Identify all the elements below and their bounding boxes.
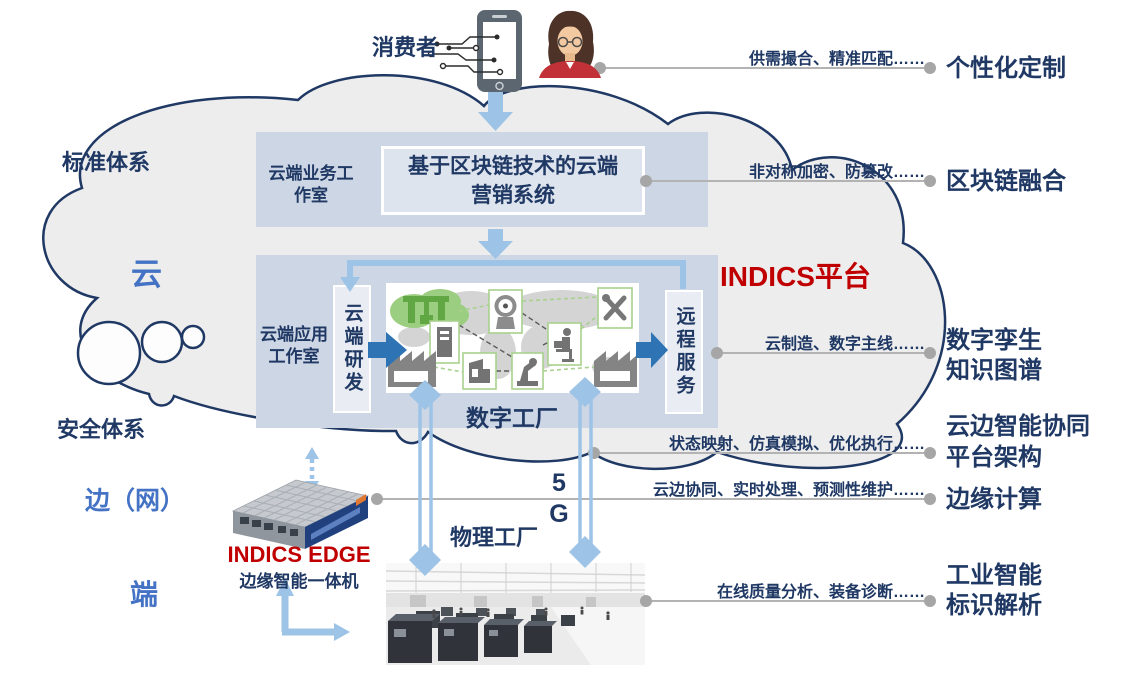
keyword-label-5: 边缘计算	[946, 485, 1042, 515]
5g-label: 5 G	[546, 468, 572, 530]
app-studio-label: 云端应用 工作室	[237, 324, 351, 368]
terminal-layer-label: 端	[130, 579, 159, 610]
keyword-4-line1: 云边智能协同	[946, 413, 1090, 440]
heatsink-fins	[242, 481, 359, 526]
keyword-label-4: 云边智能协同 平台架构	[946, 411, 1090, 473]
marketing-system-line2: 营销系统	[471, 183, 555, 207]
indics-platform-label: INDICS平台	[720, 261, 871, 292]
factory-silhouettes	[388, 351, 637, 387]
feature-text-6: 在线质量分析、装备诊断……	[716, 584, 925, 601]
consumer-avatar	[539, 10, 601, 78]
physical-factory-label: 物理工厂	[450, 525, 539, 550]
business-studio-line2: 作室	[294, 186, 328, 205]
workers	[432, 606, 610, 620]
feature-text-5: 云边协同、实时处理、预测性维护……	[652, 482, 925, 499]
rail-diamond-arrowheads	[409, 377, 601, 576]
green-cloud-machine-icon	[390, 289, 469, 328]
terminal-elbow-arrow	[276, 578, 350, 641]
smartphone-icon	[427, 10, 522, 92]
elbow-connector	[347, 260, 686, 289]
keyword-6-line2: 标识解析	[946, 592, 1042, 619]
security-system-label: 安全体系	[57, 417, 146, 442]
consumer-label: 消费者	[372, 35, 439, 60]
robot-arm-icon	[517, 358, 538, 386]
cnc-machine-icon	[469, 359, 490, 383]
remote-service-box: 远程服务	[665, 290, 703, 414]
keyword-2-line1: 区块链融合	[946, 168, 1066, 195]
glasses	[557, 36, 583, 48]
business-studio-line1: 云端业务工	[268, 164, 354, 183]
elbow-down-arrowhead	[340, 277, 360, 292]
cloud-bubble-circles	[76, 320, 206, 386]
circuit-doodle	[431, 36, 500, 73]
consumer-to-cloud-arrow	[478, 90, 513, 131]
rd-to-factory-arrow	[368, 332, 407, 368]
gauge-machine-icon	[494, 295, 517, 329]
digital-factory-label: 数字工厂	[466, 405, 558, 431]
keyword-3-line2: 知识图谱	[946, 357, 1042, 384]
keyword-label-3: 数字孪生 知识图谱	[946, 326, 1042, 386]
app-studio-line2: 工作室	[268, 347, 320, 366]
edge-device-desc: 边缘智能一体机	[239, 572, 359, 591]
feature-text-2: 非对称加密、防篡改……	[748, 164, 925, 181]
digital-factory-illustration	[386, 283, 639, 393]
person-at-desk-icon	[554, 328, 574, 362]
keyword-label-1: 个性化定制	[946, 54, 1066, 84]
keyword-5-line1: 边缘计算	[946, 486, 1042, 513]
keyword-label-6: 工业智能 标识解析	[946, 561, 1042, 621]
keyword-3-line1: 数字孪生	[946, 327, 1042, 354]
marketing-system-box: 基于区块链技术的云端 营销系统	[381, 146, 645, 215]
keyword-1-line1: 个性化定制	[946, 55, 1066, 82]
edge-device-image	[231, 479, 370, 549]
edge-device-name: INDICS EDGE	[227, 542, 371, 567]
tools-icon	[602, 294, 627, 321]
keyword-4-line2: 平台架构	[946, 444, 1042, 471]
edge-network-label: 边（网）	[85, 487, 186, 515]
cloud-layer-label: 云	[131, 257, 162, 292]
5g-line2: G	[549, 500, 569, 528]
device-ports	[240, 517, 298, 536]
app-studio-line1: 云端应用	[260, 325, 328, 344]
feature-text-1: 供需撮合、精准匹配……	[748, 51, 925, 68]
server-icon	[437, 327, 452, 357]
keyword-label-2: 区块链融合	[946, 167, 1066, 197]
panel-to-panel-arrow	[478, 229, 513, 259]
5g-line1: 5	[552, 469, 566, 497]
feature-text-4: 状态映射、仿真模拟、优化执行……	[668, 436, 925, 453]
physical-factory-art	[386, 563, 645, 665]
feature-connector-lines	[377, 67, 930, 602]
machine-rows	[388, 607, 575, 663]
digital-physical-rails	[418, 400, 593, 552]
standard-system-label: 标准体系	[62, 150, 151, 175]
feature-text-3: 云制造、数字主线……	[764, 336, 925, 353]
business-studio-label: 云端业务工 作室	[254, 163, 368, 207]
physical-factory-photo	[386, 563, 645, 665]
marketing-system-line1: 基于区块链技术的云端	[408, 154, 618, 178]
keyword-6-line1: 工业智能	[946, 562, 1042, 589]
factory-to-service-arrow	[636, 332, 668, 368]
digital-factory-art	[388, 287, 637, 390]
